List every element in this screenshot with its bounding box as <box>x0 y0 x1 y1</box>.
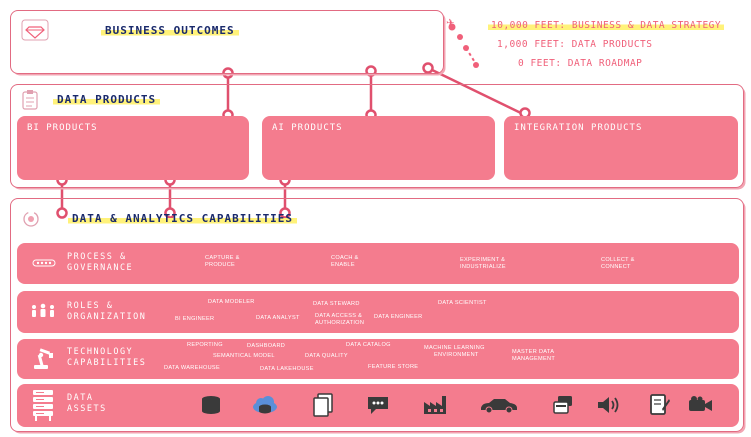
cell-data-engineer: DATA ENGINEER <box>374 314 423 320</box>
speaker-icon <box>598 397 619 413</box>
ai-products-label: AI PRODUCTS <box>272 123 343 133</box>
cell-feature-store: FEATURE STORE <box>368 364 419 370</box>
business-outcomes-panel: BUSINESS OUTCOMES <box>10 10 444 74</box>
roles-organization-label: ROLES &ORGANIZATION <box>67 301 147 322</box>
legend: ✈ 10,000 FEET: BUSINESS & DATA STRATEGY … <box>432 14 750 76</box>
cell-coach-enable: COACH &ENABLE <box>331 255 359 268</box>
cell-data-lakehouse: DATA LAKEHOUSE <box>260 366 314 372</box>
people-icon <box>32 303 54 317</box>
cell-data-modeler: DATA MODELER <box>208 299 255 305</box>
process-icon <box>32 259 56 267</box>
business-outcomes-title: BUSINESS OUTCOMES <box>101 24 239 37</box>
roles-organization-row[interactable]: ROLES &ORGANIZATION DATA MODELER BI ENGI… <box>17 291 739 333</box>
process-governance-label: PROCESS &GOVERNANCE <box>67 252 134 273</box>
integration-products-card[interactable]: INTEGRATION PRODUCTS <box>504 116 738 180</box>
clipboard-icon <box>22 90 38 110</box>
chat-icon <box>368 397 388 414</box>
legend-item-roadmap: 0 FEET: DATA ROADMAP <box>518 58 643 69</box>
cards-icon <box>553 396 572 414</box>
legend-item-products: 1,000 FEET: DATA PRODUCTS <box>497 39 653 50</box>
ai-products-card[interactable]: AI PRODUCTS <box>262 116 495 180</box>
data-products-title: DATA PRODUCTS <box>53 93 161 106</box>
server-rack-icon <box>33 390 53 421</box>
legend-item-strategy: 10,000 FEET: BUSINESS & DATA STRATEGY <box>488 20 725 31</box>
cell-data-scientist: DATA SCIENTIST <box>438 300 487 306</box>
bi-products-label: BI PRODUCTS <box>27 123 98 133</box>
cell-data-quality: DATA QUALITY <box>305 353 348 359</box>
cell-data-analyst: DATA ANALYST <box>256 315 300 321</box>
integration-products-label: INTEGRATION PRODUCTS <box>514 123 643 133</box>
cell-data-warehouse: DATA WAREHOUSE <box>164 365 220 371</box>
cell-data-catalog: DATA CATALOG <box>346 342 391 348</box>
cycle-icon <box>23 211 39 227</box>
cell-data-steward: DATA STEWARD <box>313 301 360 307</box>
factory-icon <box>424 396 446 414</box>
cell-bi-engineer: BI ENGINEER <box>175 316 215 322</box>
car-icon <box>481 399 517 414</box>
cell-reporting: REPORTING <box>187 342 223 348</box>
cell-semantical-model: SEMANTICAL MODEL <box>213 353 275 359</box>
capabilities-panel: DATA & ANALYTICS CAPABILITIES <box>10 198 744 432</box>
cell-capture-produce: CAPTURE &PRODUCE <box>205 255 240 268</box>
cell-collect-connect: COLLECT &CONNECT <box>601 257 635 270</box>
documents-icon <box>313 393 333 417</box>
data-products-panel: DATA PRODUCTS <box>10 84 744 188</box>
cloud-icon <box>253 396 277 414</box>
cell-dashboard: DASHBOARD <box>247 343 286 349</box>
notebook-icon <box>650 394 670 415</box>
bi-products-card[interactable]: BI PRODUCTS <box>17 116 249 180</box>
database-icon <box>202 396 220 414</box>
robot-arm-icon <box>34 348 53 369</box>
video-camera-icon <box>689 396 712 411</box>
drone-icon: ✈ <box>446 18 455 29</box>
capabilities-title: DATA & ANALYTICS CAPABILITIES <box>68 212 298 225</box>
process-governance-row[interactable]: PROCESS &GOVERNANCE CAPTURE &PRODUCE COA… <box>17 243 739 284</box>
diamond-icon <box>21 19 49 41</box>
cell-experiment-industrialize: EXPERIMENT &INDUSTRIALIZE <box>460 257 506 270</box>
legend-dots <box>448 23 479 68</box>
cell-data-access-authorization: DATA ACCESS &AUTHORIZATION <box>315 313 365 326</box>
